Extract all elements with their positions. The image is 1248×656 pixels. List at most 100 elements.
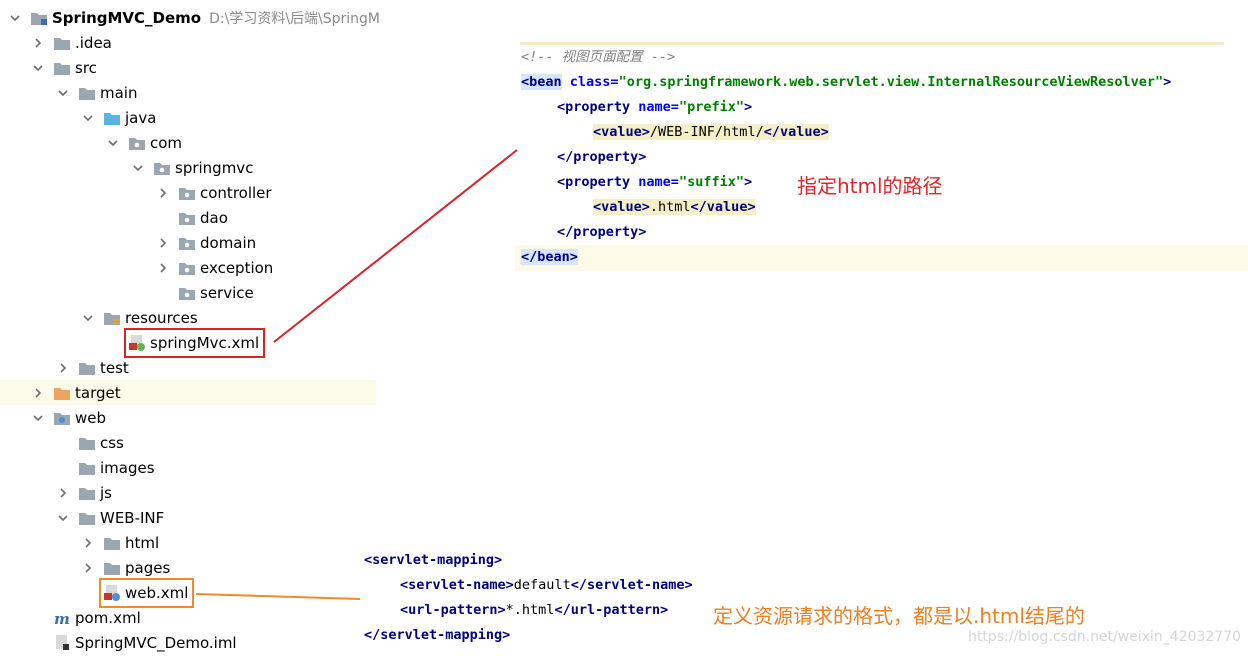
highlight-box-orange: web.xml	[99, 577, 195, 608]
folder-icon	[53, 35, 71, 51]
tree-item-label: controller	[200, 183, 272, 202]
tree-item-springmvc[interactable]: springmvc	[131, 155, 511, 180]
tree-item-web-xml[interactable]: web.xml	[81, 577, 461, 608]
package-icon	[178, 285, 196, 301]
tree-item-springmvc-xml[interactable]: springMvc.xml	[106, 327, 486, 358]
tree-item-html[interactable]: html	[81, 530, 461, 555]
suffix-text: .html	[649, 199, 691, 215]
servlet-name-text: default	[513, 577, 571, 593]
chevron-down-icon[interactable]	[106, 136, 120, 150]
tree-item-idea[interactable]: .idea	[31, 30, 411, 55]
tree-item-label: domain	[200, 233, 257, 252]
folder-icon	[78, 460, 96, 476]
tree-item-service[interactable]: service	[156, 280, 536, 305]
tag-bracket: >	[743, 99, 753, 115]
chevron-right-icon[interactable]	[56, 361, 70, 375]
folder-icon	[103, 560, 121, 576]
tree-item-controller[interactable]: controller	[156, 180, 536, 205]
tree-item-label: java	[125, 108, 157, 127]
package-icon	[153, 160, 171, 176]
servlet-name-close-tag: </servlet-name>	[570, 577, 693, 593]
tree-item-domain[interactable]: domain	[156, 230, 536, 255]
suffix-value: "suffix"	[678, 174, 744, 190]
tree-item-src[interactable]: src	[31, 55, 411, 80]
tree-item-label: SpringMVC_Demo.iml	[75, 633, 237, 652]
tree-item-test[interactable]: test	[56, 355, 436, 380]
chevron-right-icon[interactable]	[31, 36, 45, 50]
tree-item-web-inf[interactable]: WEB-INF	[56, 505, 436, 530]
property-open-tag: <property	[557, 99, 631, 115]
chevron-right-icon[interactable]	[81, 561, 95, 575]
tree-item-label: resources	[125, 308, 198, 327]
tree-item-label: com	[150, 133, 183, 152]
tree-item-images[interactable]: images	[56, 455, 436, 480]
tree-item-exception[interactable]: exception	[156, 255, 536, 280]
code-line-property-close-2: </property>	[557, 220, 646, 245]
tree-item-css[interactable]: css	[56, 430, 436, 455]
tree-item-iml[interactable]: SpringMVC_Demo.iml	[31, 630, 411, 655]
code-line-bean-close: </bean>	[521, 245, 578, 270]
property-close-tag: </property>	[557, 224, 647, 240]
tree-item-label: pom.xml	[75, 608, 141, 627]
chevron-down-icon[interactable]	[31, 411, 45, 425]
chevron-right-icon[interactable]	[156, 236, 170, 250]
value-close-tag: </value>	[763, 124, 829, 140]
chevron-right-icon[interactable]	[156, 261, 170, 275]
chevron-right-icon[interactable]	[56, 486, 70, 500]
code-line-bean-open: <bean class="org.springframework.web.ser…	[521, 70, 1171, 95]
tree-item-java[interactable]: java	[81, 105, 461, 130]
tree-item-target[interactable]: target	[0, 380, 376, 405]
project-path: D:\学习资料\后端\SpringM	[209, 10, 381, 27]
chevron-right-icon[interactable]	[156, 186, 170, 200]
code-line-servlet-name: <servlet-name>default</servlet-name>	[400, 573, 693, 598]
web-folder-icon	[53, 410, 71, 426]
class-value: "org.springframework.web.servlet.view.In…	[618, 74, 1164, 90]
package-icon	[178, 210, 196, 226]
class-attr: class=	[569, 74, 619, 90]
chevron-right-icon[interactable]	[31, 386, 45, 400]
code-line-value-suffix: <value>.html</value>	[593, 195, 756, 220]
property-close-tag: </property>	[557, 149, 647, 165]
url-pattern-open-tag: <url-pattern>	[400, 602, 506, 618]
tree-item-label: css	[100, 433, 124, 452]
name-attr: name=	[638, 174, 679, 190]
chevron-down-icon[interactable]	[81, 111, 95, 125]
tree-item-label: images	[100, 458, 155, 477]
chevron-right-icon[interactable]	[81, 536, 95, 550]
chevron-down-icon[interactable]	[81, 311, 95, 325]
tree-item-web[interactable]: web	[31, 405, 411, 430]
url-pattern-text: *.html	[505, 602, 555, 618]
tree-item-main[interactable]: main	[56, 80, 436, 105]
bean-close-tag: </bean>	[521, 249, 578, 265]
package-icon	[178, 185, 196, 201]
tree-item-root[interactable]: SpringMVC_Demo D:\学习资料\后端\SpringM	[8, 5, 388, 30]
tree-item-com[interactable]: com	[106, 130, 486, 155]
property-open-tag: <property	[557, 174, 631, 190]
chevron-down-icon[interactable]	[31, 61, 45, 75]
tree-item-dao[interactable]: dao	[156, 205, 536, 230]
chevron-down-icon[interactable]	[56, 511, 70, 525]
code-line-url-pattern: <url-pattern>*.html</url-pattern>	[400, 598, 668, 623]
chevron-down-icon[interactable]	[56, 86, 70, 100]
code-line-mapping-open: <servlet-mapping>	[364, 548, 502, 573]
tree-item-label: WEB-INF	[100, 508, 165, 527]
prefix-text: /WEB-INF/html/	[649, 124, 764, 140]
bean-open-bracket: >	[1163, 74, 1172, 90]
tree-item-label: html	[125, 533, 160, 552]
tree-item-pom-xml[interactable]: m pom.xml	[31, 605, 411, 630]
tree-item-label: dao	[200, 208, 228, 227]
tree-item-js[interactable]: js	[56, 480, 436, 505]
folder-icon	[78, 85, 96, 101]
web-xml-code: <servlet-mapping> <servlet-name>default<…	[364, 548, 693, 643]
chevron-down-icon[interactable]	[131, 161, 145, 175]
project-name: SpringMVC_Demo	[52, 8, 202, 27]
tree-item-resources[interactable]: resources	[81, 305, 461, 330]
prefix-value: "prefix"	[678, 99, 744, 115]
svg-text:m: m	[54, 610, 70, 626]
tree-item-pages[interactable]: pages	[81, 555, 461, 580]
tree-item-label: springMvc.xml	[150, 333, 260, 352]
tree-item-label: web	[75, 408, 107, 427]
code-line-mapping-close: </servlet-mapping>	[364, 623, 510, 648]
chevron-down-icon[interactable]	[8, 11, 22, 25]
tag-bracket: >	[743, 174, 753, 190]
